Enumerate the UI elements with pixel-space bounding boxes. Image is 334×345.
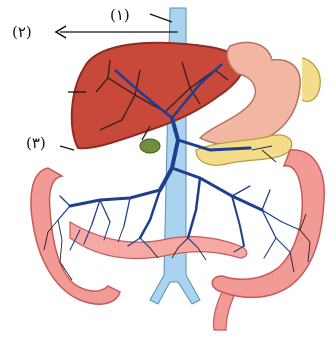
label-1: (۱): [110, 6, 130, 24]
gallbladder: [140, 139, 160, 153]
small-intestine: [70, 222, 247, 259]
label-3: (۳): [26, 134, 46, 152]
label-2: (۲): [12, 23, 32, 41]
